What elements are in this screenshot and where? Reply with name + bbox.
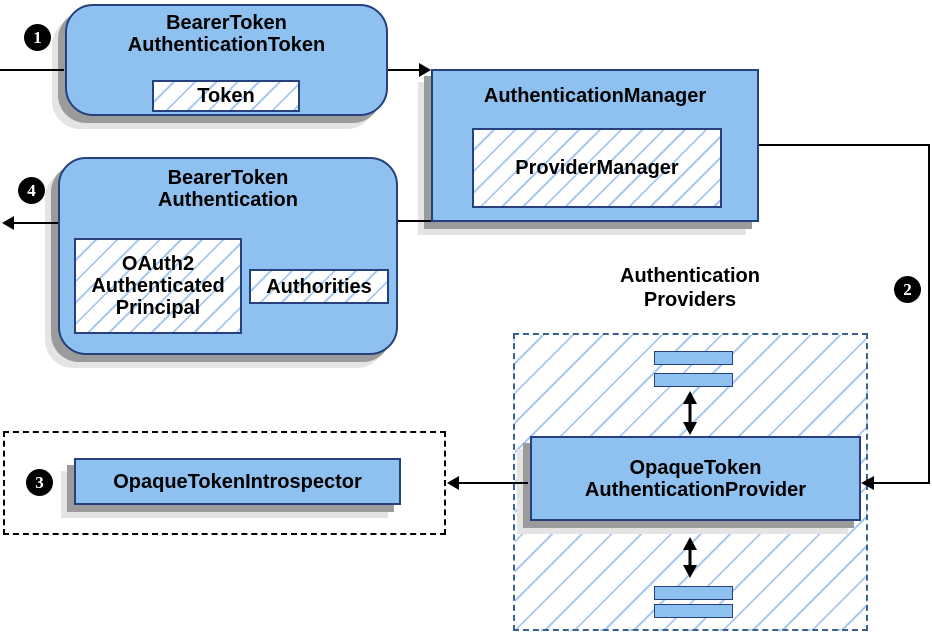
authentication-providers-label: Authentication Providers — [620, 265, 760, 311]
node-authentication-manager-title: AuthenticationManager — [483, 85, 707, 107]
step-badge-2: 2 — [894, 276, 921, 303]
node-opaque-token-introspector: OpaqueTokenIntrospector — [74, 458, 401, 505]
step-badge-1: 1 — [24, 24, 51, 51]
arrowhead-outgoing-icon — [2, 216, 14, 230]
provider-manager-box: ProviderManager — [472, 128, 722, 208]
arrowhead-into-authentication-manager-icon — [419, 63, 431, 77]
token-box: Token — [152, 80, 300, 112]
provider-placeholder-bar — [654, 351, 733, 365]
node-authentication-manager: AuthenticationManager ProviderManager — [431, 69, 759, 222]
step-badge-3: 3 — [26, 469, 53, 496]
provider-placeholder-bar — [654, 373, 733, 387]
arrowhead-into-introspector-icon — [447, 476, 459, 490]
step-badge-4: 4 — [18, 177, 45, 204]
provider-placeholder-bar — [654, 586, 733, 600]
authentication-providers-container: OpaqueToken AuthenticationProvider — [513, 333, 868, 631]
node-bearer-token-authentication: BearerToken Authentication OAuth2 Authen… — [58, 157, 398, 355]
opaque-token-introspector-container: OpaqueTokenIntrospector — [3, 431, 446, 535]
node-opaque-token-authentication-provider: OpaqueToken AuthenticationProvider — [530, 436, 861, 521]
oauth2-authenticated-principal-box: OAuth2 Authenticated Principal — [74, 238, 242, 334]
node-bearer-token-authentication-token: BearerToken AuthenticationToken Token — [65, 4, 388, 116]
provider-placeholder-bar — [654, 604, 733, 618]
node-bearer-token-authentication-token-title: BearerToken AuthenticationToken — [127, 12, 326, 56]
authorities-box: Authorities — [249, 269, 389, 304]
node-bearer-token-authentication-title: BearerToken Authentication — [158, 167, 298, 211]
